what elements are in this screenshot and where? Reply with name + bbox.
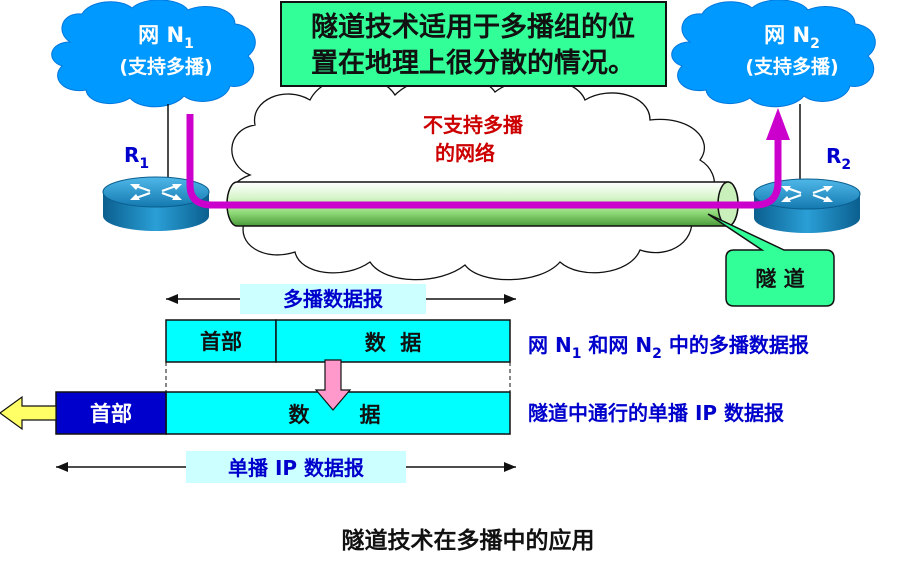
outgoing-arrow-icon [0,395,57,431]
info-box-line2: 置在地理上很分散的情况。 [311,47,635,79]
router-r2-icon [753,178,861,233]
network-n2-label: 网 N2 [764,23,820,52]
multicast-datagram [165,284,516,363]
router-r1-label: R1 [124,143,149,172]
unicast-data-left: 数 [289,403,311,427]
tunnel-label: 隧 道 [755,267,804,291]
unicast-header-label: 首部 [90,402,132,426]
multicast-datagram-label: 多播数据报 [283,287,383,311]
info-box-line1: 隧道技术适用于多播组的位 [311,11,635,43]
non-multicast-cloud [226,75,716,281]
router-r2-label: R2 [826,144,851,173]
multicast-header-label: 首部 [200,330,242,354]
network-n1-label: 网 N1 [138,23,194,52]
multicast-path-arrow [186,108,790,209]
middle-cloud-line1: 不支持多播 [423,113,524,137]
router-r1-icon [102,176,210,231]
figure-caption: 隧道技术在多播中的应用 [342,527,595,554]
multicast-data-label: 数 据 [365,331,422,355]
middle-cloud-line2: 的网络 [435,141,495,165]
network-n2-cloud [671,0,876,108]
multicast-datagram-desc: 网 N1 和网 N2 中的多播数据报 [528,333,809,362]
network-n2-desc: (支持多播) [745,55,838,78]
unicast-datagram-desc: 隧道中通行的单播 IP 数据报 [528,401,784,425]
tunnel-callout [707,213,835,307]
encapsulation-arrow-icon [314,359,352,411]
unicast-data-right: 据 [360,403,381,427]
network-n1-desc: (支持多播) [119,55,212,78]
unicast-datagram-label: 单播 IP 数据报 [228,456,364,480]
network-n1-cloud [51,0,256,108]
info-box [280,1,667,87]
